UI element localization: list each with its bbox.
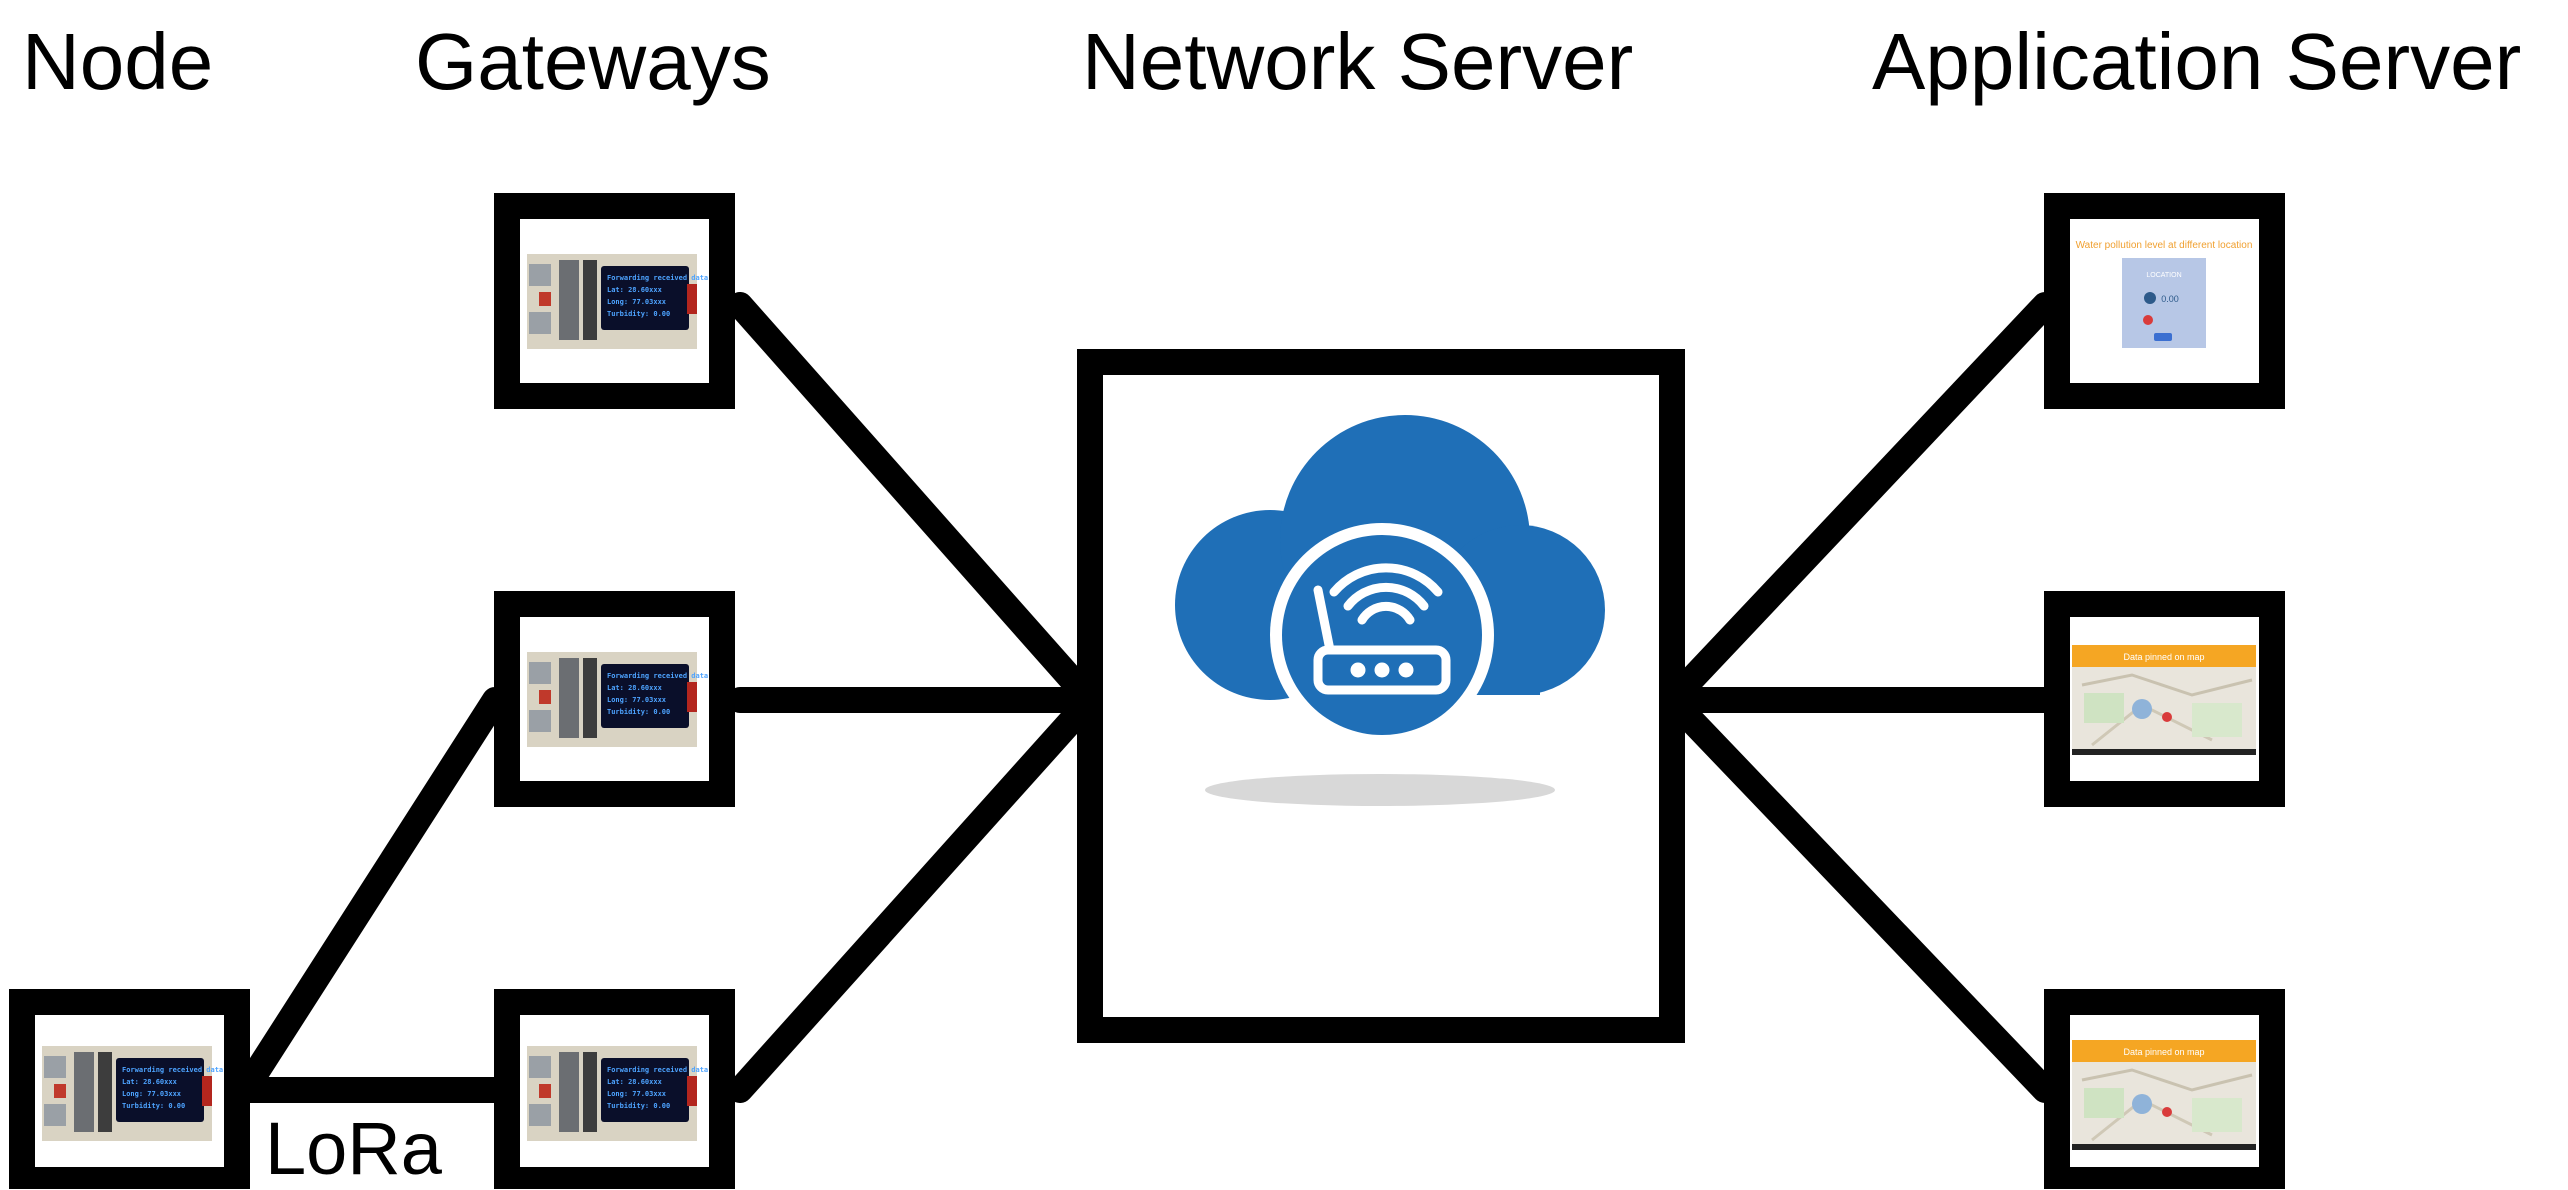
link-node-gateway2 [232, 687, 508, 1103]
network-server-box [1077, 349, 1685, 1043]
app-server-1: Water pollution level at different locat… [2044, 193, 2285, 409]
heading-application-server: Application Server [1872, 17, 2522, 106]
link-gateway3-network [727, 687, 1103, 1103]
app-card-label: LOCATION [2146, 272, 2181, 279]
connection-lines [232, 292, 2058, 1103]
gateway-1 [494, 193, 735, 409]
map-panel [2070, 1038, 2258, 1152]
lora-board-image [42, 1046, 224, 1141]
cloud-shadow [1205, 774, 1555, 806]
heading-network-server: Network Server [1082, 17, 1634, 106]
node-device [9, 989, 250, 1189]
gateway-3 [494, 989, 735, 1189]
app-server-2 [2044, 591, 2285, 807]
app-server-3 [2044, 989, 2285, 1189]
link-network-app1 [1659, 292, 2058, 713]
app-dashboard-title: Water pollution level at different locat… [2076, 240, 2253, 251]
wifi-router-icon [1313, 563, 1451, 695]
link-gateway1-network [727, 292, 1103, 713]
heading-gateways: Gateways [415, 17, 771, 106]
lora-board-image [527, 1046, 709, 1141]
lora-board-image [527, 652, 709, 747]
lora-board-image [527, 254, 709, 349]
lora-label: LoRa [265, 1107, 442, 1190]
map-panel [2070, 643, 2258, 757]
link-network-app3 [1659, 687, 2058, 1103]
gateway-2 [494, 591, 735, 807]
app-card-value: 0.00 [2161, 294, 2179, 304]
heading-node: Node [22, 17, 214, 106]
